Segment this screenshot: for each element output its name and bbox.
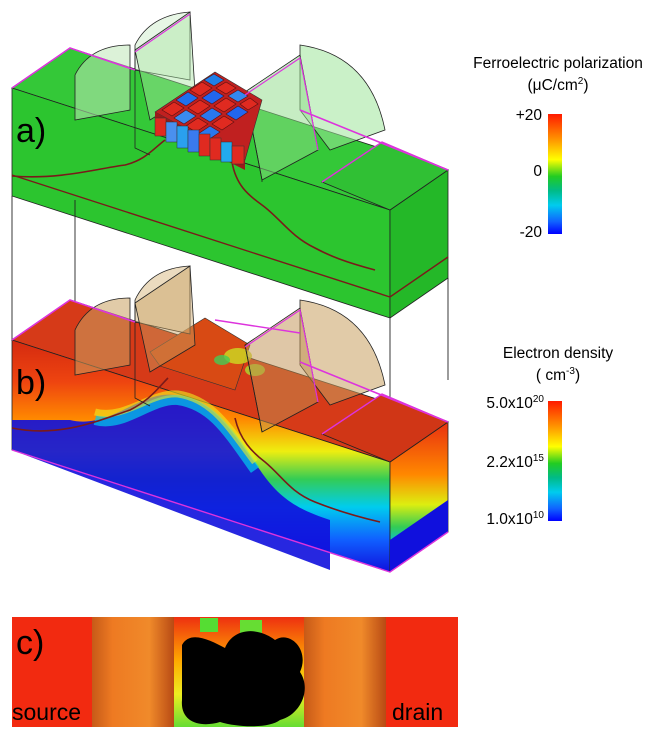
panel-a-ferroelectric-domains — [154, 71, 263, 170]
panel-c-depleted-region — [181, 631, 305, 727]
panel-c-label: c) — [16, 624, 45, 662]
polarization-tick-min: -20 — [519, 224, 542, 241]
panel-b-left-spacer — [74, 297, 131, 376]
panel-a-drain-junction — [231, 161, 376, 271]
panel-b-depletion-region — [12, 394, 330, 570]
panel-a-substrate-line — [11, 174, 449, 298]
panel-c-right-spacer — [304, 617, 386, 727]
polarization-colorbar-title: Ferroelectric polarization — [473, 55, 643, 72]
electron-colorbar-title: Electron density — [502, 345, 614, 362]
polarization-tick-mid: 0 — [533, 163, 542, 180]
panel-a-label: a) — [16, 112, 47, 150]
panel-b-right-spacer — [299, 299, 386, 406]
drain-label: drain — [392, 699, 444, 725]
electron-tick-mid: 2.2x1015 — [486, 453, 544, 472]
panel-b-device — [11, 265, 449, 573]
polarization-colorbar — [548, 114, 562, 234]
electron-tick-min: 1.0x1010 — [486, 510, 544, 529]
electron-tick-max: 5.0x1020 — [486, 394, 544, 413]
panel-a-source-junction — [11, 139, 166, 178]
panel-b-channel — [149, 317, 251, 391]
polarization-colorbar-unit: (μC/cm2) — [527, 76, 589, 95]
panel-a-left-spacer-top — [134, 11, 191, 81]
panel-connectors — [11, 196, 449, 400]
polarization-tick-max: +20 — [515, 107, 542, 124]
electron-colorbar — [548, 401, 562, 521]
source-label: source — [12, 699, 82, 725]
electron-colorbar-unit: ( cm-3) — [535, 366, 581, 385]
panel-c-left-spacer — [92, 617, 174, 727]
panel-b-label: b) — [16, 364, 47, 402]
panel-c-cross-section — [12, 617, 458, 727]
panel-a-right-spacer — [299, 44, 386, 151]
panel-a-device — [11, 11, 449, 319]
